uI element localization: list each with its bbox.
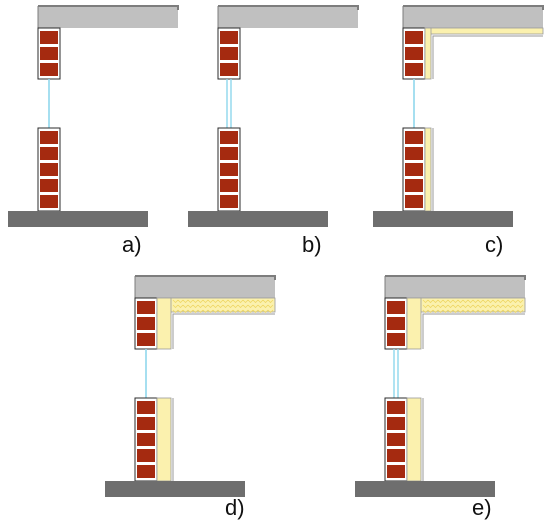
- lower-wall-brick: [40, 131, 58, 144]
- upper-wall-brick: [387, 317, 405, 330]
- upper-wall-brick: [220, 31, 238, 44]
- upper-wall-brick: [387, 301, 405, 314]
- ceiling-slab: [135, 276, 275, 298]
- lower-wall-brick: [137, 417, 155, 430]
- ceiling-slab: [38, 6, 178, 28]
- upper-finish-line: [172, 313, 275, 349]
- lower-wall-brick: [405, 131, 423, 144]
- slab-insulation: [156, 297, 276, 313]
- floor-slab: [105, 481, 245, 497]
- label-c: c): [485, 232, 504, 257]
- lower-wall-brick: [40, 195, 58, 208]
- ceiling-slab-edge: [218, 5, 359, 10]
- detail-c: [373, 5, 544, 227]
- upper-wall-brick: [220, 47, 238, 60]
- lower-wall-brick: [387, 449, 405, 462]
- lower-wall-brick: [40, 163, 58, 176]
- lower-wall-insulation: [424, 127, 432, 212]
- ceiling-slab: [385, 276, 525, 298]
- upper-wall-brick: [40, 63, 58, 76]
- lower-wall-brick: [387, 401, 405, 414]
- slab-insulation: [424, 27, 544, 35]
- lower-wall-brick: [40, 147, 58, 160]
- upper-wall-brick: [137, 333, 155, 346]
- ceiling-slab-edge: [38, 5, 179, 10]
- lower-wall-brick: [220, 179, 238, 192]
- lower-wall-brick: [405, 195, 423, 208]
- upper-wall-brick: [405, 63, 423, 76]
- lower-wall-insulation: [156, 397, 172, 482]
- upper-wall-brick: [405, 31, 423, 44]
- upper-wall-insulation: [156, 297, 172, 350]
- detail-a: [8, 5, 179, 227]
- upper-finish-line: [432, 35, 543, 79]
- lower-wall-brick: [220, 131, 238, 144]
- floor-slab: [188, 211, 328, 227]
- label-d: d): [225, 495, 245, 520]
- lower-wall-brick: [387, 465, 405, 478]
- detail-b: [188, 5, 359, 227]
- slab-insulation-pattern: [422, 299, 524, 314]
- lower-wall-brick: [405, 163, 423, 176]
- ceiling-slab-edge: [385, 275, 526, 280]
- upper-wall-brick: [137, 317, 155, 330]
- lower-wall-brick: [405, 179, 423, 192]
- ceiling-slab: [403, 6, 543, 28]
- ceiling-slab-edge: [403, 5, 544, 10]
- upper-finish-line: [422, 313, 525, 349]
- label-a: a): [122, 232, 142, 257]
- lower-wall-brick: [220, 147, 238, 160]
- upper-wall-brick: [137, 301, 155, 314]
- detail-d: [105, 275, 276, 497]
- upper-wall-brick: [387, 333, 405, 346]
- lower-wall-brick: [40, 179, 58, 192]
- slab-insulation: [406, 297, 526, 313]
- label-b: b): [302, 232, 322, 257]
- lower-wall-brick: [137, 449, 155, 462]
- floor-slab: [373, 211, 513, 227]
- lower-wall-brick: [220, 195, 238, 208]
- lower-wall-insulation: [406, 397, 422, 482]
- upper-wall-brick: [220, 63, 238, 76]
- floor-slab: [8, 211, 148, 227]
- upper-wall-insulation: [424, 27, 432, 80]
- upper-wall-brick: [405, 47, 423, 60]
- detail-e: [355, 275, 526, 497]
- ceiling-slab-edge: [135, 275, 276, 280]
- floor-slab: [355, 481, 495, 497]
- lower-wall-brick: [387, 433, 405, 446]
- label-e: e): [472, 495, 492, 520]
- lower-wall-brick: [137, 433, 155, 446]
- upper-wall-brick: [40, 31, 58, 44]
- upper-wall-insulation: [406, 297, 422, 350]
- lower-wall-brick: [387, 417, 405, 430]
- lower-wall-brick: [137, 401, 155, 414]
- lower-wall-brick: [137, 465, 155, 478]
- slab-insulation-pattern: [172, 299, 274, 314]
- ceiling-slab: [218, 6, 358, 28]
- lower-wall-brick: [405, 147, 423, 160]
- upper-wall-brick: [40, 47, 58, 60]
- lower-wall-brick: [220, 163, 238, 176]
